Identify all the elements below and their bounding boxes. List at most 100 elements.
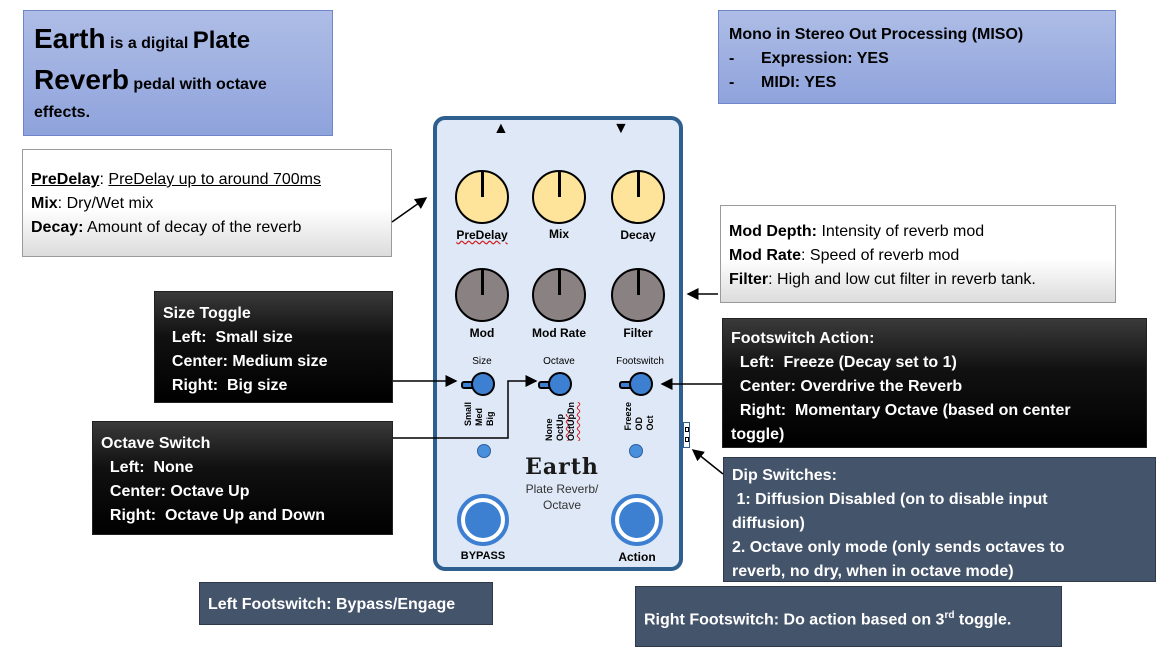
info-mod-rate: Mod Rate: Speed of reverb mod xyxy=(729,244,1107,268)
intro-text-2: pedal with octave xyxy=(128,76,267,93)
left-footswitch-text: Left Footswitch: Bypass/Engage xyxy=(208,596,456,613)
dip-switch-1: 1: Diffusion Disabled (on to disable inp… xyxy=(732,491,1048,508)
filter-knob[interactable] xyxy=(611,268,665,322)
miso-item-midi: - MIDI: YES xyxy=(729,74,837,91)
footswitch-toggle[interactable] xyxy=(619,372,653,396)
info-mix: Mix: Dry/Wet mix xyxy=(31,192,383,216)
info-mod-rate-key: Mod Rate xyxy=(729,247,801,264)
octave-toggle-label: Octave xyxy=(543,356,575,367)
right-footswitch-text-after: toggle. xyxy=(954,611,1012,629)
action-label: Action xyxy=(618,550,656,564)
bypass-footswitch[interactable] xyxy=(457,494,509,546)
info-mod-depth: Mod Depth: Intensity of reverb mod xyxy=(729,220,1107,244)
intro-text-1: is a digital xyxy=(105,35,193,52)
action-led xyxy=(629,444,643,458)
info-decay-key: Decay: xyxy=(31,219,84,236)
intro-text-3: effects. xyxy=(34,104,91,121)
info-mix-value: Dry/Wet mix xyxy=(66,195,154,212)
right-footswitch-box: Right Footswitch: Do action based on 3rd… xyxy=(635,586,1062,647)
footswitch-action-center: Center: Overdrive the Reverb xyxy=(731,378,963,395)
octave-switch-center: Center: Octave Up xyxy=(101,483,250,500)
octave-switch-left: Left: None xyxy=(101,459,194,476)
dip-switches-box: Dip Switches: 1: Diffusion Disabled (on … xyxy=(723,457,1156,582)
right-footswitch-sup: rd xyxy=(944,610,955,621)
info-filter-sep: : xyxy=(768,271,778,288)
dip-switch-1-knob[interactable] xyxy=(685,427,689,432)
footswitch-toggle-label: Footswitch xyxy=(616,356,664,367)
info-predelay-sep: : xyxy=(99,171,109,188)
mod-rate-label: Mod Rate xyxy=(532,326,586,340)
mid-knobs-info-box: Mod Depth: Intensity of reverb mod Mod R… xyxy=(720,205,1116,303)
mod-label: Mod xyxy=(469,326,495,340)
dip-switches-title: Dip Switches: xyxy=(732,467,837,484)
intro-earth: Earth xyxy=(34,23,106,54)
info-decay: Decay: Amount of decay of the reverb xyxy=(31,216,383,240)
info-predelay-key: PreDelay xyxy=(31,171,100,188)
decay-knob[interactable] xyxy=(611,170,665,224)
arrow-to-top-knobs xyxy=(391,197,428,223)
intro-plate: Plate xyxy=(192,27,251,54)
footswitch-action-box: Footswitch Action: Left: Freeze (Decay s… xyxy=(722,318,1147,448)
info-filter-value: High and low cut filter in reverb tank. xyxy=(777,271,1036,288)
info-mod-depth-key: Mod Depth: xyxy=(729,223,817,240)
info-predelay-value: PreDelay up to around 700ms xyxy=(108,171,321,188)
predelay-label: PreDelay xyxy=(456,228,508,242)
info-filter-key: Filter xyxy=(729,271,769,288)
size-toggle-box: Size Toggle Left: Small size Center: Med… xyxy=(154,291,393,403)
arrow-to-dip-switches xyxy=(691,449,724,475)
bypass-led xyxy=(477,444,491,458)
action-footswitch[interactable] xyxy=(611,494,663,546)
intro-box: Earth is a digital Plate Reverb pedal wi… xyxy=(23,10,333,136)
decay-label: Decay xyxy=(620,228,656,242)
right-footswitch-text: Right Footswitch: Do action based on 3 xyxy=(644,611,945,629)
filter-label: Filter xyxy=(623,326,653,340)
pedal-name: Earth xyxy=(525,454,599,480)
footswitch-action-right-cont: toggle) xyxy=(731,426,785,443)
input-arrow-icon: ▲ xyxy=(493,120,509,137)
bypass-label: BYPASS xyxy=(460,550,506,562)
footswitch-action-right: Right: Momentary Octave (based on center xyxy=(731,402,1071,419)
mix-label: Mix xyxy=(548,227,569,241)
top-knobs-info-box: PreDelay: PreDelay up to around 700ms Mi… xyxy=(22,149,392,257)
octave-switch-box: Octave Switch Left: None Center: Octave … xyxy=(92,421,393,535)
mix-knob[interactable] xyxy=(532,170,586,224)
footswitch-action-left: Left: Freeze (Decay set to 1) xyxy=(731,354,957,371)
size-toggle-center: Center: Medium size xyxy=(163,353,328,370)
predelay-knob[interactable] xyxy=(455,170,509,224)
info-mod-rate-sep: : xyxy=(801,247,810,264)
octave-switch-title: Octave Switch xyxy=(101,435,211,452)
pedal-enclosure: ▲ ▼ PreDelay Mix Decay Mod Mod Rate Filt… xyxy=(433,116,683,571)
pedal-subtitle-2: Octave xyxy=(542,498,581,512)
miso-item-expression: - Expression: YES xyxy=(729,50,889,67)
dip-switch-2: 2. Octave only mode (only sends octaves … xyxy=(732,539,1065,556)
octave-switch-right: Right: Octave Up and Down xyxy=(101,507,326,524)
size-toggle-label: Size xyxy=(472,356,492,367)
dip-switch-2-knob[interactable] xyxy=(685,437,689,442)
intro-reverb: Reverb xyxy=(34,64,129,95)
mod-rate-knob[interactable] xyxy=(532,268,586,322)
size-toggle-title: Size Toggle xyxy=(163,305,251,322)
dip-switch-1-cont: diffusion) xyxy=(732,515,805,532)
octave-toggle[interactable] xyxy=(538,372,572,396)
info-mix-key: Mix xyxy=(31,195,58,212)
info-mod-depth-value: Intensity of reverb mod xyxy=(821,223,985,240)
left-footswitch-box: Left Footswitch: Bypass/Engage xyxy=(199,582,493,625)
miso-box: Mono in Stereo Out Processing (MISO) - E… xyxy=(718,10,1116,104)
info-mod-rate-value: Speed of reverb mod xyxy=(809,247,960,264)
arrow-to-octave-toggle xyxy=(393,375,538,439)
pedal-subtitle-1: Plate Reverb/ xyxy=(525,482,599,496)
miso-title: Mono in Stereo Out Processing (MISO) xyxy=(729,26,1024,43)
dip-switch-block[interactable] xyxy=(683,422,690,448)
dip-switch-2-cont: reverb, no dry, when in octave mode) xyxy=(732,563,1014,580)
info-mix-sep: : xyxy=(57,195,67,212)
footswitch-action-title: Footswitch Action: xyxy=(731,330,875,347)
info-predelay: PreDelay: PreDelay up to around 700ms xyxy=(31,168,383,192)
size-toggle[interactable] xyxy=(461,372,495,396)
info-decay-value: Amount of decay of the reverb xyxy=(87,219,302,236)
mod-knob[interactable] xyxy=(455,268,509,322)
info-filter: Filter: High and low cut filter in rever… xyxy=(729,268,1107,292)
size-toggle-right: Right: Big size xyxy=(163,377,288,394)
output-arrow-icon: ▼ xyxy=(613,120,629,137)
size-toggle-left: Left: Small size xyxy=(163,329,293,346)
